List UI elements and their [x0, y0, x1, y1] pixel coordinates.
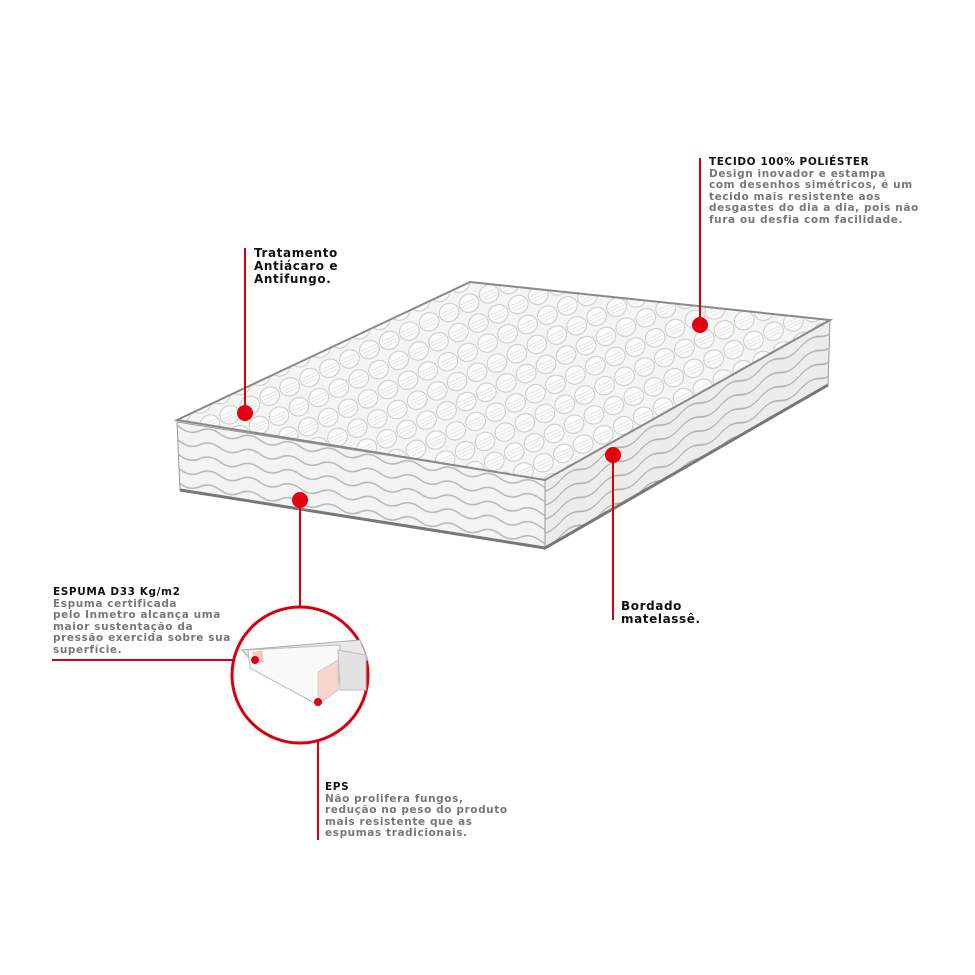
- tecido-dot: [692, 317, 708, 333]
- espuma-dot: [292, 492, 308, 508]
- eps-callout: EPS Não prolifera fungos, redução no pes…: [325, 781, 508, 840]
- tecido-callout: TECIDO 100% POLIÉSTER Design inovador e …: [709, 156, 919, 226]
- tratamento-label: Tratamento Antiácaro e Antifungo.: [254, 246, 339, 286]
- espuma-inset-dot: [251, 656, 259, 664]
- espuma-desc: Espuma certificada pelo Inmetro alcança …: [53, 597, 231, 656]
- espuma-callout: ESPUMA D33 Kg/m2 Espuma certificada pelo…: [53, 586, 231, 656]
- eps-dot: [314, 698, 322, 706]
- tecido-title: TECIDO 100% POLIÉSTER: [709, 156, 870, 168]
- mattress-top-face: [173, 280, 834, 482]
- espuma-title: ESPUMA D33 Kg/m2: [53, 586, 181, 598]
- foam-slice: [240, 639, 369, 706]
- bordado-label: Bordado matelassê.: [621, 599, 701, 626]
- bordado-dot: [605, 447, 621, 463]
- eps-desc: Não prolifera fungos, redução no peso do…: [325, 792, 508, 839]
- tecido-desc: Design inovador e estampa com desenhos s…: [709, 167, 919, 226]
- tratamento-dot: [237, 405, 253, 421]
- eps-title: EPS: [325, 781, 350, 793]
